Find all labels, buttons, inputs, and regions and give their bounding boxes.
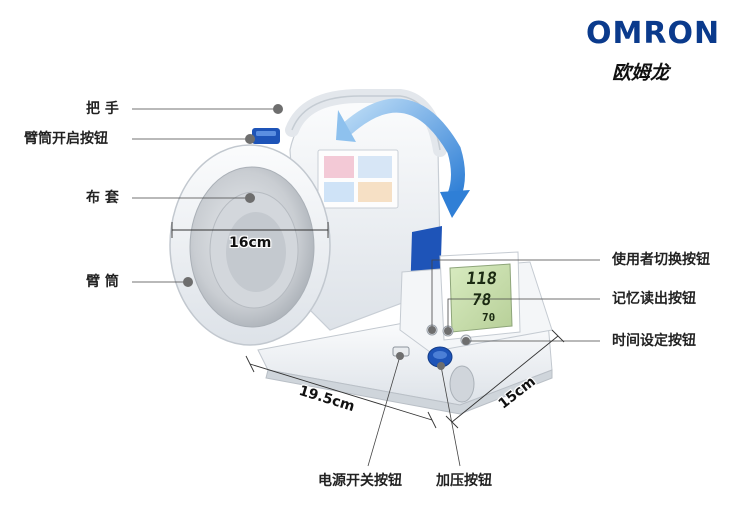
callout-power-button: 电源开关按钮 bbox=[318, 473, 402, 489]
leader-dots-bottom bbox=[396, 352, 445, 370]
lcd-systolic: 118 bbox=[464, 269, 499, 289]
leader-dots-right bbox=[428, 326, 470, 345]
callout-start-button: 加压按钮 bbox=[436, 473, 492, 489]
start-leader-line bbox=[440, 365, 461, 467]
control-panel bbox=[392, 251, 553, 403]
omron-chinese-name: 欧姆龙 bbox=[612, 62, 670, 84]
power-leader-line bbox=[367, 355, 401, 467]
callout-cuff-release-button: 臂筒开启按钮 bbox=[24, 131, 108, 147]
callout-handle: 把 手 bbox=[86, 101, 119, 117]
user-switch-leader-line bbox=[431, 259, 600, 330]
callout-cloth-cover: 布 套 bbox=[86, 190, 119, 206]
start-dot bbox=[437, 362, 445, 370]
handle-dot bbox=[273, 104, 283, 114]
dimension-cuff-diameter: 16cm bbox=[229, 235, 272, 251]
callout-arm-tube: 臂 筒 bbox=[86, 274, 119, 290]
omron-logo: OMRON bbox=[586, 16, 721, 51]
leader-lines-right bbox=[431, 259, 600, 342]
width-line bbox=[451, 335, 559, 423]
cloth-cover-dot bbox=[245, 193, 255, 203]
leader-dots-left bbox=[183, 104, 283, 287]
leader-lines-left bbox=[132, 108, 278, 283]
lcd-diastolic: 78 bbox=[470, 290, 493, 309]
power-dot bbox=[396, 352, 404, 360]
leader-lines-bottom bbox=[367, 355, 461, 467]
depth-line bbox=[249, 363, 433, 421]
dimension-lines bbox=[171, 222, 565, 429]
callout-user-switch-button: 使用者切换按钮 bbox=[612, 252, 710, 268]
cuff-release-dot bbox=[245, 134, 255, 144]
lcd-pulse: 70 bbox=[482, 311, 496, 324]
arm-tube-dot bbox=[183, 277, 193, 287]
cuff-release-button-shape bbox=[252, 128, 280, 144]
rotation-arrow bbox=[336, 98, 470, 218]
user-switch-dot bbox=[428, 326, 436, 334]
memory-read-dot bbox=[444, 327, 452, 335]
memory-read-leader-line bbox=[447, 298, 600, 331]
arm-tube bbox=[169, 144, 331, 346]
time-set-dot bbox=[462, 337, 470, 345]
callout-time-set-button: 时间设定按钮 bbox=[612, 333, 696, 349]
callout-memory-read-button: 记忆读出按钮 bbox=[612, 291, 696, 307]
